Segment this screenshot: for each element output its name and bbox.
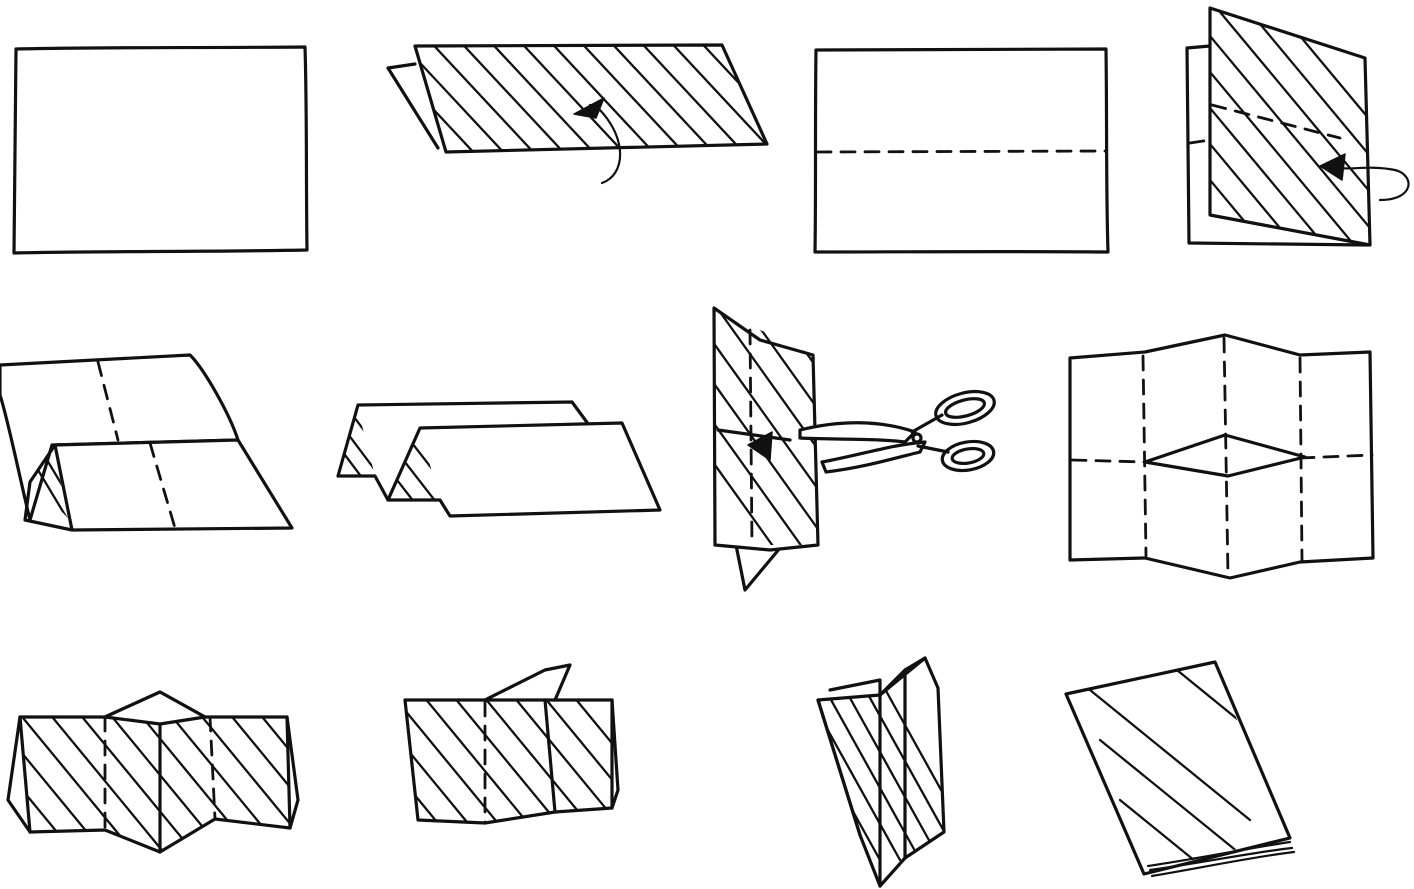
step-7-cut-slit <box>690 190 998 640</box>
vertical-crease-middle <box>1224 338 1228 576</box>
step-12-finished-booklet <box>1066 620 1330 889</box>
blank-paper-sheet-icon <box>14 47 307 253</box>
star-opening <box>105 692 205 724</box>
horizontal-crease-left <box>1072 460 1145 462</box>
step-1-blank-sheet <box>14 47 307 253</box>
step-5-accordion-fold <box>0 355 292 540</box>
step-11-standing-booklet <box>760 658 980 886</box>
horizontal-crease-right <box>1300 455 1372 458</box>
finished-zine-booklet-icon <box>1066 662 1290 874</box>
step-6-folded-zigzag <box>315 402 660 525</box>
step-3-unfold-crease <box>815 49 1108 252</box>
folding-flap <box>485 665 570 700</box>
step-2-fold-lengthwise <box>320 20 850 183</box>
step-8-unfolded-slit <box>1070 335 1373 578</box>
back-crease-line <box>1190 140 1210 143</box>
hatch-pattern <box>690 190 840 640</box>
folded-zigzag-icon <box>388 423 660 516</box>
horizontal-crease-line <box>817 151 1106 152</box>
step-9-push-open-star <box>0 690 380 860</box>
fold-in-half-lengthwise-icon <box>415 45 767 152</box>
step-10-collapse-pages <box>320 665 700 850</box>
vertical-crease-left <box>1143 356 1146 556</box>
accordion-fold-icon <box>55 440 292 530</box>
scissors-icon <box>800 386 998 475</box>
